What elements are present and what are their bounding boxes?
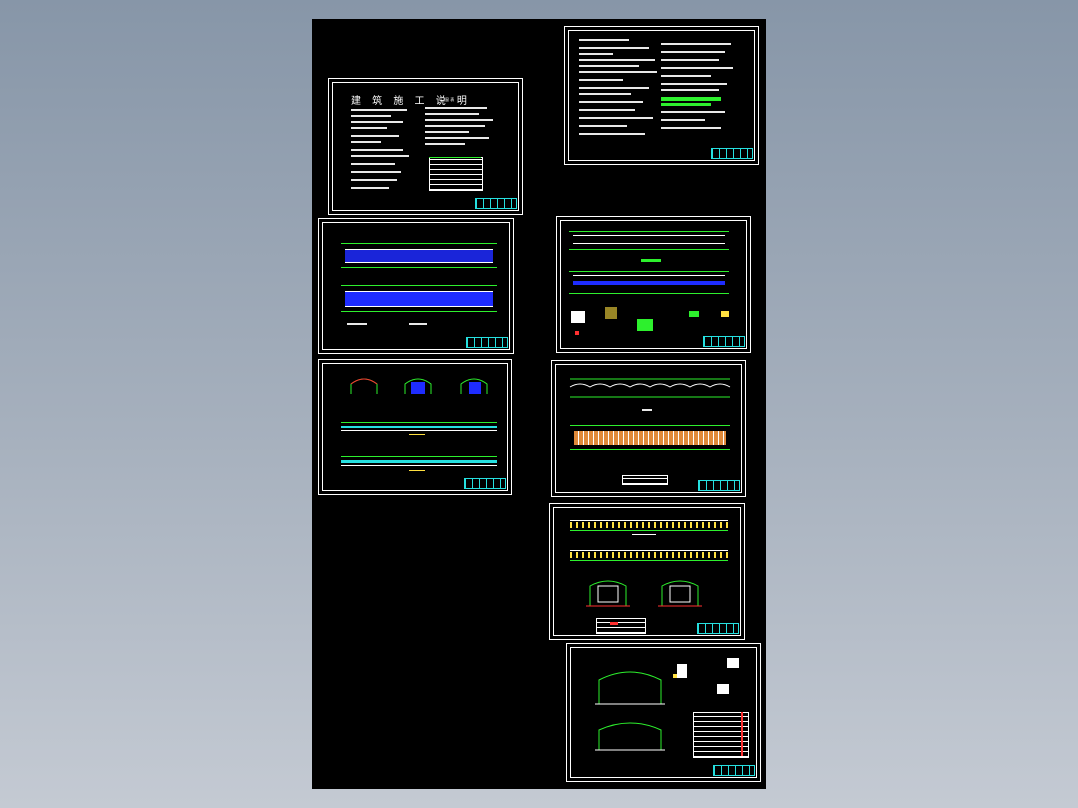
- title-block: [711, 148, 753, 159]
- member-schedule: [693, 712, 749, 758]
- title-block: [713, 765, 755, 776]
- cross-section-1: [586, 580, 630, 607]
- cross-section-2: [658, 580, 702, 607]
- sheet-4[interactable]: [556, 216, 751, 353]
- member-table: [596, 618, 646, 634]
- sheet-8[interactable]: [566, 643, 761, 782]
- title-block: [697, 623, 739, 634]
- sheet-7[interactable]: [549, 503, 745, 640]
- sheet-5[interactable]: [318, 359, 512, 495]
- sheet-1-title: 建 筑 施 工 说 明: [351, 96, 471, 107]
- sheet-1-subtitle: 门窗 表: [441, 97, 455, 102]
- door-window-schedule: [429, 157, 483, 191]
- title-block: [703, 336, 745, 347]
- sheet-2[interactable]: [564, 26, 759, 165]
- title-block: [466, 337, 508, 348]
- title-block: [464, 478, 506, 489]
- arched-member-plan: [569, 378, 731, 398]
- sheet-3[interactable]: [318, 218, 514, 354]
- arched-frame-elevation-2: [595, 722, 665, 751]
- sheet-6[interactable]: [551, 360, 746, 497]
- section-profile-3: [460, 378, 488, 394]
- title-block: [475, 198, 517, 209]
- section-profile-2: [404, 378, 432, 394]
- drawing-canvas[interactable]: 建 筑 施 工 说 明 门窗 表: [312, 19, 766, 789]
- sheet-1[interactable]: 建 筑 施 工 说 明 门窗 表: [328, 78, 523, 215]
- legend-table: [622, 475, 668, 485]
- arched-frame-elevation-1: [595, 671, 665, 705]
- section-profile-1: [350, 378, 378, 394]
- title-block: [698, 480, 740, 491]
